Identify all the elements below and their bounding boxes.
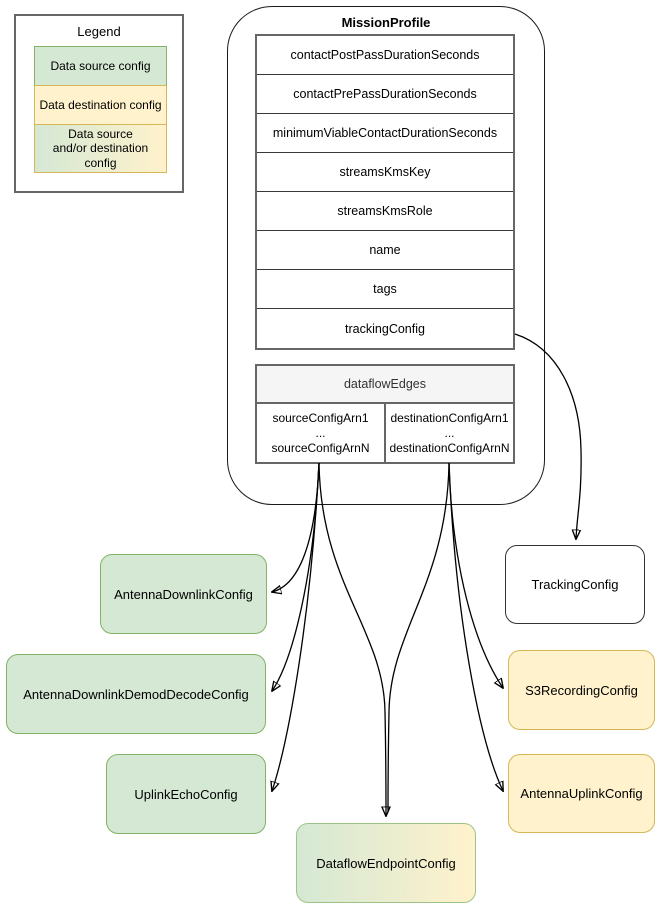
node-label: AntennaUplinkConfig	[520, 786, 643, 801]
mission-profile-fields-table: contactPostPassDurationSeconds contactPr…	[255, 34, 515, 350]
node-s3-recording-config: S3RecordingConfig	[508, 650, 655, 730]
destination-config-arn-cell: destinationConfigArn1 ... destinationCon…	[386, 404, 513, 462]
edge-source-to-dataflow-endpoint	[318, 462, 386, 816]
node-label: AntennaDownlinkDemodDecodeConfig	[23, 686, 249, 702]
node-label: TrackingConfig	[531, 577, 619, 592]
source-config-arn-cell: sourceConfigArn1 ... sourceConfigArnN	[257, 404, 386, 462]
legend-box: Legend Data source config Data destinati…	[14, 14, 184, 193]
dataflow-edges-header: dataflowEdges	[257, 366, 513, 404]
dataflow-edges-table: dataflowEdges sourceConfigArn1 ... sourc…	[255, 364, 515, 464]
legend-title: Legend	[77, 24, 121, 39]
legend-item-data-source: Data source config	[34, 46, 167, 86]
field-row-contact-post-pass-duration: contactPostPassDurationSeconds	[257, 36, 513, 75]
field-row-tags: tags	[257, 270, 513, 309]
field-row-contact-pre-pass-duration: contactPrePassDurationSeconds	[257, 75, 513, 114]
field-row-streams-kms-role: streamsKmsRole	[257, 192, 513, 231]
field-row-tracking-config: trackingConfig	[345, 321, 425, 336]
node-antenna-uplink-config: AntennaUplinkConfig	[508, 754, 655, 833]
node-label: S3RecordingConfig	[525, 682, 638, 698]
node-tracking-config: TrackingConfig	[505, 545, 645, 624]
legend-items: Data source config Data destination conf…	[34, 46, 167, 174]
edge-source-to-uplink-echo	[272, 462, 320, 791]
node-antenna-downlink-demod-decode-config: AntennaDownlinkDemodDecodeConfig	[6, 654, 266, 734]
node-uplink-echo-config: UplinkEchoConfig	[106, 754, 266, 834]
field-row-streams-kms-key: streamsKmsKey	[257, 153, 513, 192]
edge-destination-to-antenna-uplink	[448, 462, 503, 791]
legend-item-data-destination: Data destination config	[34, 85, 167, 125]
dataflow-edges-cells: sourceConfigArn1 ... sourceConfigArnN de…	[257, 404, 513, 462]
field-row-name: name	[257, 231, 513, 270]
node-label: DataflowEndpointConfig	[316, 855, 456, 871]
mission-profile-container: MissionProfile contactPostPassDurationSe…	[227, 6, 545, 505]
node-label: AntennaDownlinkConfig	[114, 586, 253, 602]
node-antenna-downlink-config: AntennaDownlinkConfig	[100, 554, 267, 634]
node-label: UplinkEchoConfig	[134, 786, 238, 802]
node-dataflow-endpoint-config: DataflowEndpointConfig	[296, 823, 476, 903]
field-row-minimum-viable-contact-duration: minimumViableContactDurationSeconds	[257, 114, 513, 153]
legend-item-data-source-and-or-destination: Data source and/or destination config	[34, 124, 167, 174]
edge-destination-to-dataflow-endpoint	[387, 462, 450, 813]
mission-profile-title: MissionProfile	[341, 15, 431, 30]
